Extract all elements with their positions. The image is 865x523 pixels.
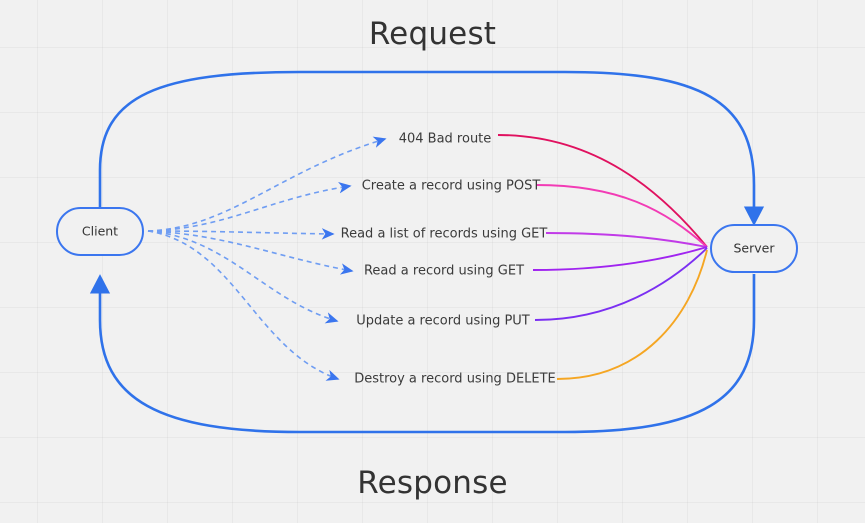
route-label-404: 404 Bad route <box>399 132 492 147</box>
request-edge-404 <box>147 136 387 232</box>
request-loop-edge <box>98 70 765 226</box>
request-edge-post <box>147 181 352 232</box>
request-edge-delete <box>147 230 340 381</box>
response-loop-edge <box>89 274 756 434</box>
request-loop-title: Request <box>368 16 497 52</box>
request-fanout-edges <box>147 136 387 381</box>
request-edge-get-one <box>147 230 354 275</box>
request-edge-put <box>147 230 339 324</box>
response-curve-get-one <box>532 246 708 271</box>
response-curve-post <box>535 184 708 248</box>
response-curve-put <box>534 247 708 321</box>
response-curve-get-list <box>545 232 708 248</box>
response-route-curves <box>497 134 708 380</box>
request-edge-get-list <box>147 228 335 240</box>
response-curve-delete <box>556 249 708 380</box>
response-loop-title: Response <box>357 465 508 501</box>
route-label-get-one: Read a record using GET <box>364 264 524 279</box>
node-server[interactable]: Server <box>710 224 798 273</box>
route-label-delete: Destroy a record using DELETE <box>354 372 556 387</box>
route-labels: 404 Bad route Create a record using POST… <box>341 132 556 387</box>
route-label-get-list: Read a list of records using GET <box>341 227 548 242</box>
response-curve-404 <box>497 134 708 248</box>
node-client-label: Client <box>82 224 118 239</box>
route-label-post: Create a record using POST <box>362 179 541 194</box>
node-client[interactable]: Client <box>56 207 144 256</box>
node-server-label: Server <box>734 241 776 256</box>
route-label-put: Update a record using PUT <box>356 314 530 329</box>
